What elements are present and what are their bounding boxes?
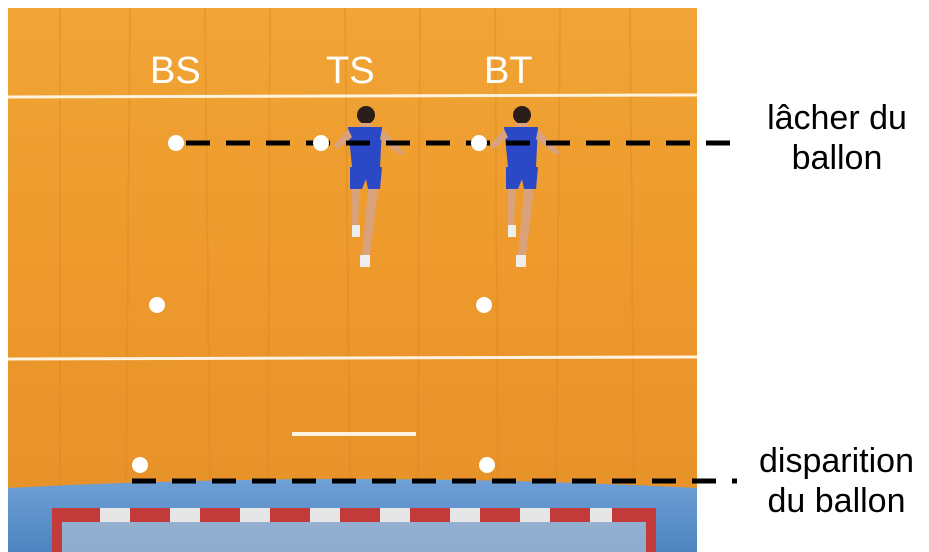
label-bt: BT	[484, 50, 533, 92]
annotation-ball-disappearance-line1: disparition	[759, 442, 914, 480]
court-floor	[8, 8, 697, 488]
ball-dot-bs-disappear	[132, 457, 148, 473]
label-bs: BS	[150, 50, 201, 92]
court-line-middle	[7, 355, 698, 361]
annotation-ball-release-line1: lâcher du	[767, 99, 907, 137]
label-ts: TS	[326, 50, 375, 92]
ball-dot-bs-mid	[149, 297, 165, 313]
ball-dot-bt-disappear	[479, 457, 495, 473]
wood-grain	[59, 7, 635, 489]
ball-dot-bs-release	[168, 135, 184, 151]
ball-dot-bt-release	[471, 135, 487, 151]
handball-goal	[52, 508, 656, 552]
court-line-top	[7, 93, 698, 99]
player-ts	[334, 106, 404, 267]
annotation-ball-disappearance-line2: du ballon	[767, 482, 906, 520]
ball-dot-bt-mid	[476, 297, 492, 313]
annotation-ball-release-line2: ballon	[791, 139, 883, 177]
player-bt	[490, 106, 560, 267]
ball-dot-ts-release	[313, 135, 329, 151]
annotation-ball-release: lâcher du ballon	[748, 98, 926, 178]
annotation-ball-disappearance: disparition du ballon	[744, 441, 929, 521]
